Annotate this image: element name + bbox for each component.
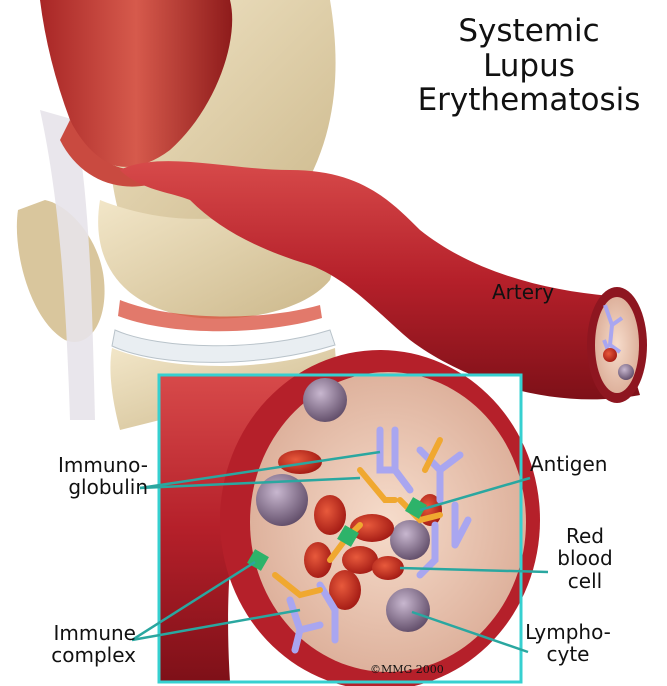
diagram-title: Systemic Lupus Erythematosis [400, 14, 658, 118]
lymphocyte-cell [390, 520, 430, 560]
red-blood-cell [372, 556, 404, 580]
artery-end-lymphocyte [618, 364, 634, 380]
immunoglobulin-label: Immuno- globulin [20, 454, 148, 499]
artery-end-rbc [603, 348, 617, 362]
red-blood-cell-label: Red blood cell [550, 525, 620, 592]
artery-end-lumen [595, 297, 639, 393]
artery-label: Artery [492, 281, 554, 303]
lymphocyte-label: Lympho- cyte [520, 621, 616, 666]
copyright-notice: ©MMG 2000 [370, 663, 444, 676]
lymphocyte-cell [303, 378, 347, 422]
meniscus [112, 330, 335, 362]
antigen-label: Antigen [530, 453, 607, 475]
immune-complex-label: Immune complex [28, 622, 136, 667]
red-blood-cell [314, 495, 346, 535]
lymphocyte-cell [386, 588, 430, 632]
